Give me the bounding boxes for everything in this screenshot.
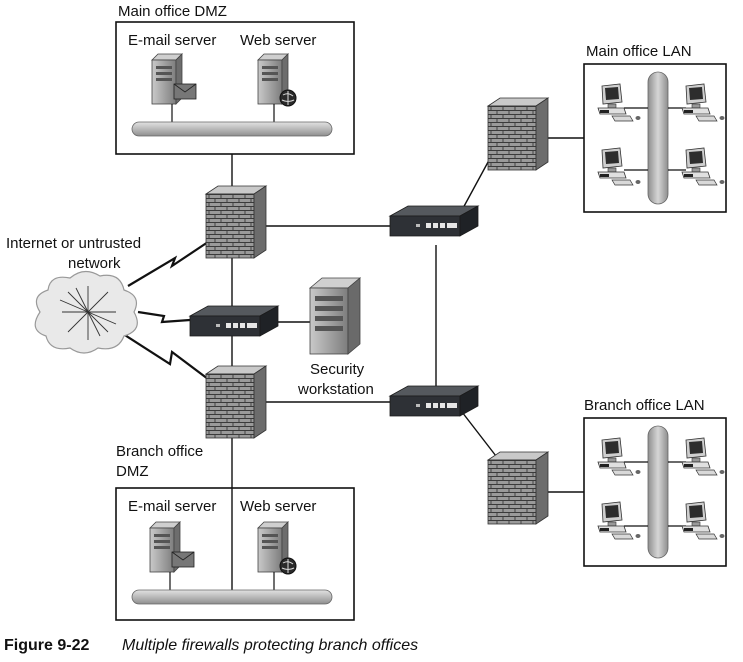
- workstation-icon: [597, 437, 641, 476]
- link-switch-to-branch-firewall: [461, 411, 497, 457]
- envelope-icon: [173, 83, 197, 100]
- branch-dmz-backbone: [131, 589, 333, 605]
- connection-lines: [231, 137, 584, 590]
- security-workstation-server: [308, 277, 362, 355]
- internet-label-line2: network: [68, 255, 121, 272]
- main-dmz-label: Main office DMZ: [118, 3, 227, 20]
- branch-email-server-label: E-mail server: [128, 498, 216, 515]
- main-email-server-label: E-mail server: [128, 32, 216, 49]
- branch-lan-label: Branch office LAN: [584, 397, 705, 414]
- workstation-icon: [681, 437, 725, 476]
- branch-email-server: [149, 521, 195, 573]
- firewall-top: [205, 185, 267, 259]
- internet-cloud: [34, 270, 138, 354]
- firewall-main-office: [487, 97, 549, 171]
- globe-icon: [279, 557, 297, 575]
- branch-dmz-label-line1: Branch office: [116, 443, 203, 460]
- figure-number: Figure 9-22: [4, 637, 89, 654]
- main-dmz-box: [115, 21, 355, 155]
- branch-dmz-box: [115, 487, 355, 621]
- main-lan-workstations: [597, 83, 725, 186]
- main-web-server: [257, 53, 297, 107]
- branch-web-server-label: Web server: [240, 498, 316, 515]
- figure-caption: Multiple firewalls protecting branch off…: [122, 637, 418, 654]
- workstation-icon: [597, 501, 641, 540]
- workstation-icon: [597, 147, 641, 186]
- security-label-line2: workstation: [297, 381, 374, 398]
- lightning-link-middle: [137, 310, 191, 324]
- switch-top-right: [389, 205, 479, 237]
- lightning-link-bottom: [119, 331, 213, 383]
- switch-bottom-right: [389, 385, 479, 417]
- main-lan-box: [583, 63, 727, 213]
- main-dmz-backbone: [131, 121, 333, 137]
- branch-dmz-label-line2: DMZ: [116, 463, 149, 480]
- branch-lan-workstations: [597, 437, 725, 540]
- lightning-link-top: [127, 237, 215, 287]
- internet-label-line1: Internet or untrusted: [6, 235, 141, 252]
- workstation-icon: [681, 501, 725, 540]
- branch-web-server: [257, 521, 297, 575]
- workstation-icon: [597, 83, 641, 122]
- main-web-server-label: Web server: [240, 32, 316, 49]
- globe-icon: [279, 89, 297, 107]
- main-email-server: [151, 53, 197, 105]
- envelope-icon: [171, 551, 195, 568]
- untrusted-links: [119, 237, 215, 383]
- main-lan-backbone: [647, 71, 669, 205]
- firewall-bottom: [205, 365, 267, 439]
- main-lan-label: Main office LAN: [586, 43, 692, 60]
- branch-lan-backbone: [647, 425, 669, 559]
- security-label-line1: Security: [310, 361, 365, 378]
- switch-center: [189, 305, 279, 337]
- workstation-icon: [681, 147, 725, 186]
- workstation-icon: [681, 83, 725, 122]
- firewall-branch-office: [487, 451, 549, 525]
- branch-lan-box: [583, 417, 727, 567]
